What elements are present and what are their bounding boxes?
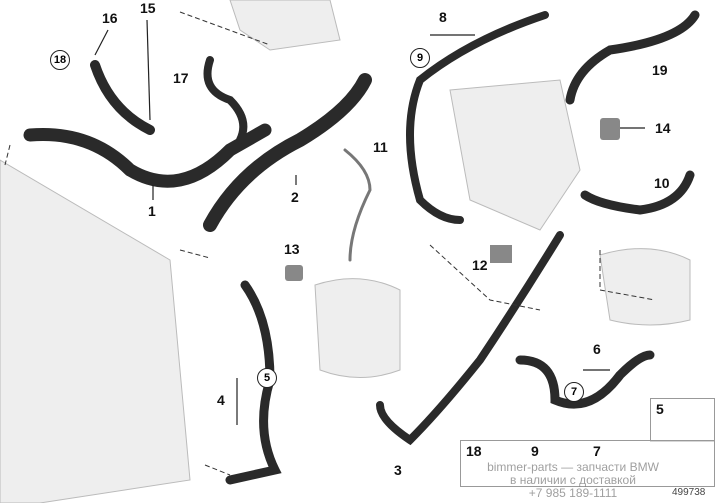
legend-item-9: 9 [531, 443, 539, 459]
label-12: 12 [472, 257, 488, 273]
label-2: 2 [291, 189, 299, 205]
legend-item-7: 7 [593, 443, 601, 459]
water-pump [449, 79, 581, 231]
label-1: 1 [148, 203, 156, 219]
label-4: 4 [217, 392, 225, 408]
label-9-circled: 9 [410, 48, 430, 68]
label-14: 14 [655, 120, 671, 136]
hose-upper [203, 56, 248, 144]
hose-15 [90, 60, 155, 135]
label-10: 10 [654, 175, 670, 191]
figure-number: 499738 [672, 487, 706, 498]
legend-item-18: 18 [466, 443, 482, 459]
hose-3 [376, 231, 564, 446]
label-19: 19 [652, 62, 668, 78]
hose-19 [565, 10, 700, 105]
label-6: 6 [593, 341, 601, 357]
label-15: 15 [140, 0, 156, 16]
expansion-tank-right [599, 248, 691, 326]
label-17: 17 [173, 70, 189, 86]
label-13: 13 [284, 241, 300, 257]
hose-1 [23, 123, 272, 188]
hose-11 [343, 148, 372, 262]
label-18-circled: 18 [50, 50, 70, 70]
label-16: 16 [102, 10, 118, 26]
legend-strip: 18 9 7 [460, 440, 715, 487]
label-7-circled: 7 [564, 382, 584, 402]
label-5-circled: 5 [257, 368, 277, 388]
expansion-tank-left [314, 278, 401, 378]
hose-10 [580, 170, 695, 215]
label-3: 3 [394, 462, 402, 478]
hose-2 [203, 73, 372, 232]
label-11: 11 [373, 139, 388, 155]
legend-item-5: 5 [650, 398, 715, 442]
hose-8 [406, 11, 549, 224]
label-8: 8 [439, 9, 447, 25]
radiator [0, 159, 191, 503]
hose-6 [515, 350, 655, 409]
engine-block [229, 0, 341, 51]
